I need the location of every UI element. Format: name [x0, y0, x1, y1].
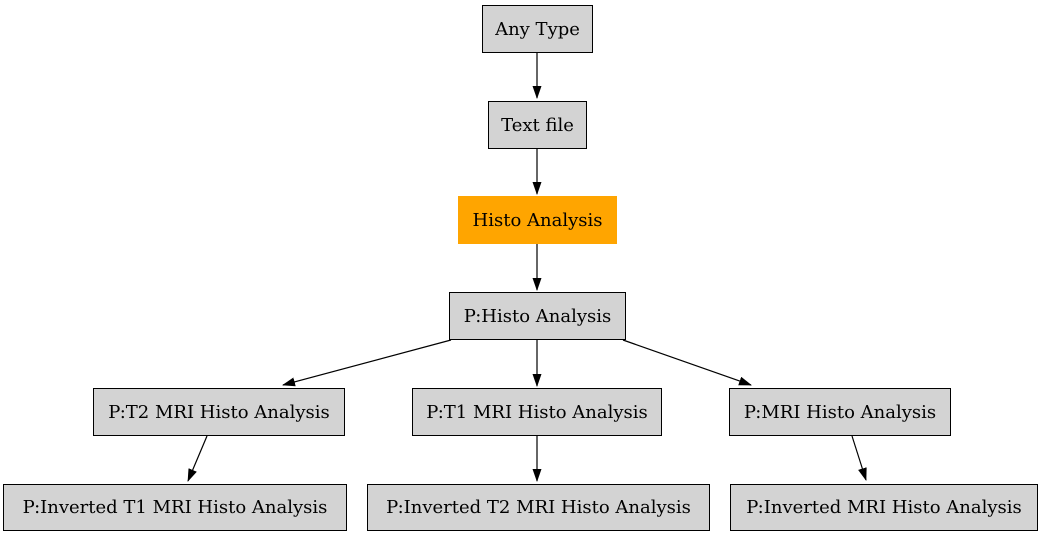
edge-pt2-pinvt1: [187, 435, 208, 482]
node-p-t1-mri-histo-analysis[interactable]: P:T1 MRI Histo Analysis: [412, 388, 662, 436]
node-p-histo-analysis[interactable]: P:Histo Analysis: [449, 292, 626, 340]
node-text-file[interactable]: Text file: [488, 101, 587, 149]
edge-phisto-pt2: [282, 339, 452, 387]
node-p-mri-histo-analysis[interactable]: P:MRI Histo Analysis: [729, 388, 951, 436]
node-any-type[interactable]: Any Type: [482, 5, 593, 53]
node-histo-analysis[interactable]: Histo Analysis: [458, 196, 617, 244]
edge-phisto-pmri: [622, 339, 752, 386]
node-p-t2-mri-histo-analysis[interactable]: P:T2 MRI Histo Analysis: [93, 388, 345, 436]
node-p-inverted-t2-mri-histo-analysis[interactable]: P:Inverted T2 MRI Histo Analysis: [367, 484, 710, 531]
edge-pmri-pinvmri: [851, 435, 867, 481]
node-p-inverted-mri-histo-analysis[interactable]: P:Inverted MRI Histo Analysis: [730, 484, 1038, 531]
node-p-inverted-t1-mri-histo-analysis[interactable]: P:Inverted T1 MRI Histo Analysis: [3, 484, 347, 531]
